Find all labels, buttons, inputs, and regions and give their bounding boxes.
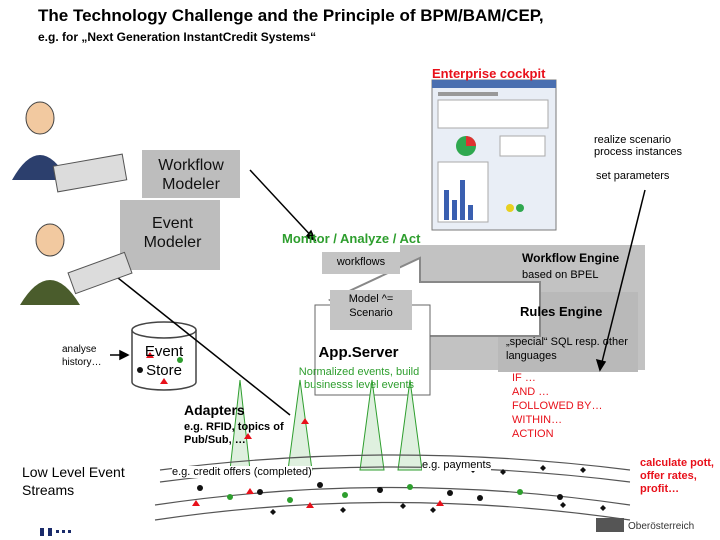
workflow-engine-label: Workflow Engine xyxy=(522,251,620,265)
normalized-events-label: Normalized events, build businesss level… xyxy=(298,366,420,391)
event-streams xyxy=(154,454,631,521)
workflow-engine-sub: based on BPEL xyxy=(522,269,599,281)
event-store-label: Event Store xyxy=(144,343,184,379)
analyse-history-label: analyse history… xyxy=(62,344,102,368)
cockpit-title: Enterprise cockpit xyxy=(432,66,546,81)
monitor-label: Monitor / Analyze / Act xyxy=(282,231,421,246)
person-figure-1 xyxy=(12,101,128,193)
page-subtitle: e.g. for „Next Generation InstantCredit … xyxy=(38,30,317,44)
cockpit-note-realize: realize scenario process instances xyxy=(594,134,683,158)
stream-event-dots xyxy=(137,352,606,515)
workflows-label: workflows xyxy=(336,256,386,268)
event-store-cylinder xyxy=(131,321,197,391)
adapter-triangle-4 xyxy=(397,379,423,471)
special-sql-label: „special“ SQL resp. other languages xyxy=(506,336,628,362)
model-scenario-label: Model ^= Scenario xyxy=(348,293,394,319)
rules-text: IF … AND … FOLLOWED BY… WITHIN… ACTION xyxy=(512,372,603,440)
cockpit-screenshot xyxy=(431,79,557,231)
flow-arrows xyxy=(107,169,646,416)
workflow-modeler-box-bg xyxy=(142,150,240,198)
rules-engine-label: Rules Engine xyxy=(520,304,603,319)
footer-logo xyxy=(40,528,71,536)
calculate-label: calculate pott, offer rates, profit… xyxy=(640,457,714,495)
model-scenario-box xyxy=(330,290,412,330)
workflow-modeler-label: Workflow Modeler xyxy=(158,157,224,193)
event-modeler-label: Event Modeler xyxy=(143,215,202,251)
adapters-label: Adapters xyxy=(184,402,245,418)
adapter-triangle-3 xyxy=(359,379,385,471)
payments-label: e.g. payments xyxy=(422,459,492,471)
footer-brand-mark xyxy=(596,518,624,532)
page-title: The Technology Challenge and the Princip… xyxy=(38,6,544,25)
workflows-box xyxy=(322,252,400,274)
footer-brand: Oberösterreich xyxy=(628,521,695,532)
rfid-label: e.g. RFID, topics of Pub/Sub, … xyxy=(184,421,284,446)
cockpit-note-parameters: set parameters xyxy=(596,170,670,182)
app-server-label: App.Server xyxy=(318,344,399,361)
event-modeler-box-bg xyxy=(120,200,220,270)
person-figure-2 xyxy=(20,223,133,305)
credit-offers-label: e.g. credit offers (completed) xyxy=(172,466,312,478)
low-level-label: Low Level Event Streams xyxy=(22,464,125,498)
